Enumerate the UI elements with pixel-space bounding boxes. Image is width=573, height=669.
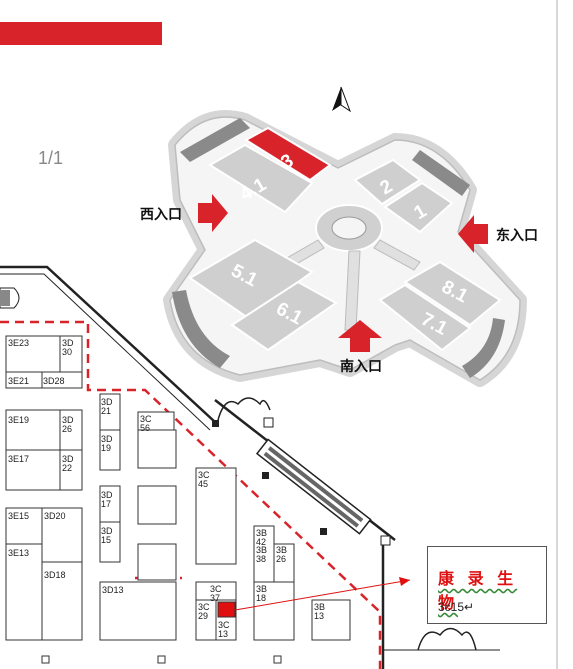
- south-entrance-arrow-icon: [338, 320, 382, 352]
- exhibitor-booth-number: 3c15↵: [438, 600, 475, 614]
- booth-3d18: 3D18: [44, 570, 66, 580]
- exhibitor-callout-box: 康 录 生 物 3c15↵: [427, 546, 547, 624]
- hall-7-1[interactable]: [378, 283, 472, 352]
- escalator: [255, 438, 372, 535]
- hall-1[interactable]: [383, 181, 454, 234]
- booth-3d28: 3D28: [43, 376, 65, 386]
- booth-3e15: 3E15: [8, 511, 29, 521]
- hall-2[interactable]: [353, 158, 422, 206]
- page-edge-divider: [556, 0, 558, 669]
- hall-5-1[interactable]: [188, 238, 314, 320]
- hall-4-1[interactable]: [208, 143, 314, 214]
- booth-3e19: 3E19: [8, 415, 29, 425]
- venue-overview-map: 3 4.1 2 1 5.1 6.1 8.1 7.1 西入口: [140, 110, 538, 387]
- roof-cap: [412, 150, 470, 196]
- highlighted-booth-3c15[interactable]: [217, 601, 236, 618]
- booth-3e21: 3E21: [8, 376, 29, 386]
- hall-3[interactable]: [244, 126, 332, 182]
- roof-cap: [172, 290, 230, 368]
- booth-3e13: 3E13: [8, 548, 29, 558]
- page-indicator: 1/1: [38, 148, 63, 168]
- booth-3d20: 3D20: [44, 511, 66, 521]
- header-red-bar: [0, 22, 162, 45]
- booth-3e17: 3E17: [8, 454, 29, 464]
- hall-8-1[interactable]: [403, 260, 502, 327]
- booth-3d13: 3D13: [102, 585, 124, 595]
- hall-6-1[interactable]: [230, 280, 338, 352]
- south-entrance-label: 南入口: [340, 358, 382, 375]
- roof-cap: [180, 118, 250, 162]
- north-arrow-icon: [332, 86, 352, 113]
- exhibitor-name: 康 录 生 物: [438, 569, 518, 612]
- east-entrance-arrow-icon: [458, 215, 488, 253]
- west-entrance-arrow-icon: [198, 194, 228, 232]
- roof-cap: [462, 318, 505, 378]
- callout-arrowhead-icon: [399, 577, 410, 586]
- booth-3e23: 3E23: [8, 338, 29, 348]
- west-entrance-label: 西入口: [140, 207, 182, 223]
- callout-pointer: [234, 579, 411, 611]
- east-entrance-label: 东入口: [496, 227, 538, 244]
